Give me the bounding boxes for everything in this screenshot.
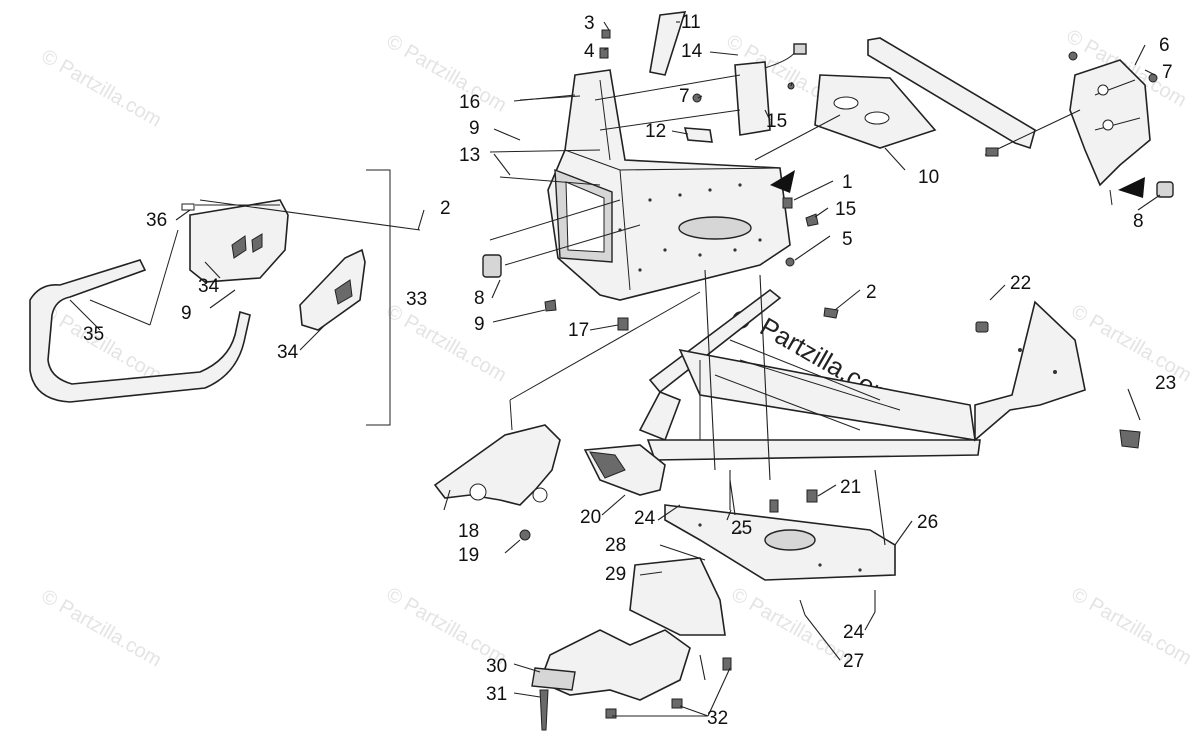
callout-23: 23 <box>1155 373 1176 394</box>
watermark: © Partzilla.com <box>383 30 511 116</box>
callout-13: 13 <box>459 145 480 166</box>
callout-34-upper: 34 <box>198 276 220 297</box>
callout-8-center: 8 <box>474 288 485 309</box>
callout-6: 6 <box>1159 35 1170 56</box>
callout-36: 36 <box>146 210 167 231</box>
callout-19: 19 <box>458 545 479 566</box>
callout-24-bottom: 24 <box>843 622 865 643</box>
callout-25: 25 <box>731 518 752 539</box>
callout-14: 14 <box>681 41 703 62</box>
watermark: © Partzilla.com <box>38 585 166 671</box>
watermark: © Partzilla.com <box>38 45 166 131</box>
callout-9-top: 9 <box>469 118 480 139</box>
callout-30: 30 <box>486 656 507 677</box>
main-chassis <box>433 269 1141 541</box>
callout-15-top: 15 <box>766 111 787 132</box>
callout-24-top: 24 <box>634 508 656 529</box>
callout-9-center: 9 <box>474 314 485 335</box>
callout-28: 28 <box>605 535 626 556</box>
callout-10: 10 <box>918 167 939 188</box>
callout-16: 16 <box>459 92 480 113</box>
callout-33: 33 <box>406 289 427 310</box>
callout-labels: 1 2 2 3 4 5 6 7 7 8 8 9 9 9 10 11 12 13 … <box>83 12 1176 729</box>
watermark: © Partzilla.com <box>728 583 856 669</box>
watermark: © Partzilla.com <box>383 300 511 386</box>
callout-3: 3 <box>584 13 595 34</box>
callout-15-center: 15 <box>835 199 856 220</box>
callout-11: 11 <box>681 12 701 33</box>
callout-7-right: 7 <box>1162 62 1173 83</box>
callout-9-left: 9 <box>181 303 192 324</box>
callout-2-center: 2 <box>866 282 877 303</box>
callout-4: 4 <box>584 41 595 62</box>
bumper-assembly <box>29 169 421 426</box>
callout-20: 20 <box>580 507 601 528</box>
callout-29: 29 <box>605 564 626 585</box>
callout-34-lower: 34 <box>277 342 299 363</box>
right-bracket <box>867 37 1174 206</box>
front-frame <box>482 11 937 331</box>
callout-1: 1 <box>842 172 853 193</box>
callout-26: 26 <box>917 512 938 533</box>
leader-lines <box>69 21 1161 717</box>
callout-18: 18 <box>458 521 479 542</box>
watermark: © Partzilla.com <box>1068 583 1196 669</box>
callout-17: 17 <box>568 320 589 341</box>
callout-22: 22 <box>1010 273 1031 294</box>
callout-31: 31 <box>486 684 507 705</box>
callout-35: 35 <box>83 324 104 345</box>
callout-5: 5 <box>842 229 853 250</box>
callout-7-center: 7 <box>679 86 690 107</box>
callout-27: 27 <box>843 651 864 672</box>
callout-21: 21 <box>840 477 861 498</box>
callout-32: 32 <box>707 708 728 729</box>
callout-8-right: 8 <box>1133 211 1144 232</box>
callout-12: 12 <box>645 121 666 142</box>
skid-plate <box>531 469 896 731</box>
callout-2-left: 2 <box>440 198 451 219</box>
